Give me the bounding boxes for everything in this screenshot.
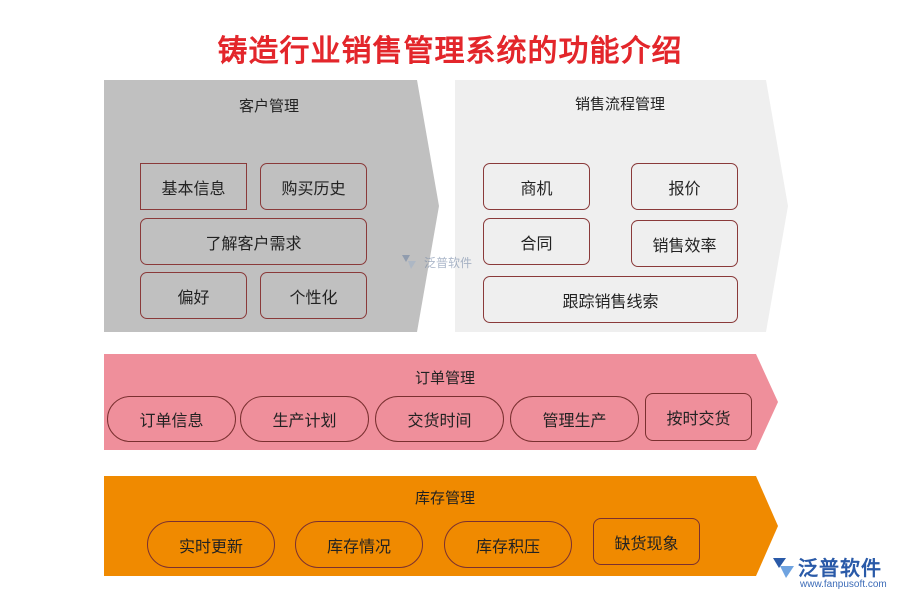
customer-personality-box: 个性化 <box>260 272 367 319</box>
order-item-info: 订单信息 <box>107 396 236 442</box>
inventory-item-stock-status: 库存情况 <box>295 521 423 568</box>
sales-flow-panel-arrow <box>455 80 788 332</box>
customer-purchase-history-box: 购买历史 <box>260 163 367 210</box>
inventory-panel-title: 库存管理 <box>414 489 475 507</box>
order-panel: 订单管理 订单信息 生产计划 交货时间 管理生产 按时交货 <box>104 354 778 450</box>
customer-panel: 客户管理 基本信息 购买历史 了解客户需求 偏好 个性化 <box>104 80 439 332</box>
inventory-item-realtime-update: 实时更新 <box>147 521 275 568</box>
sales-tracking-box: 跟踪销售线索 <box>483 276 738 323</box>
sales-efficiency-box: 销售效率 <box>631 220 738 267</box>
order-item-delivery-time: 交货时间 <box>375 396 504 442</box>
brand-url: www.fanpusoft.com <box>800 579 887 590</box>
brand-logo: 泛普软件 www.fanpusoft.com <box>770 552 895 596</box>
customer-needs-box: 了解客户需求 <box>140 218 367 265</box>
customer-panel-title: 客户管理 <box>238 97 299 115</box>
page-title: 铸造行业销售管理系统的功能介绍 <box>217 34 683 69</box>
inventory-item-overstock: 库存积压 <box>444 521 572 568</box>
center-watermark: 泛普软件 <box>398 252 472 272</box>
order-item-manage-production: 管理生产 <box>510 396 639 442</box>
watermark-text: 泛普软件 <box>424 255 473 270</box>
sales-contract-box: 合同 <box>483 218 590 265</box>
order-panel-title: 订单管理 <box>414 369 475 387</box>
customer-preference-box: 偏好 <box>140 272 247 319</box>
sales-flow-panel-title: 销售流程管理 <box>574 95 665 113</box>
inventory-panel: 库存管理 实时更新 库存情况 库存积压 缺货现象 <box>104 476 778 576</box>
order-item-on-time-delivery: 按时交货 <box>645 393 752 441</box>
sales-quote-box: 报价 <box>631 163 738 210</box>
inventory-item-shortage: 缺货现象 <box>593 518 700 565</box>
order-item-production-plan: 生产计划 <box>240 396 369 442</box>
fanpu-logo-icon <box>773 558 794 578</box>
sales-opportunity-box: 商机 <box>483 163 590 210</box>
sales-flow-panel: 销售流程管理 商机 报价 合同 销售效率 跟踪销售线索 <box>455 80 788 332</box>
customer-basic-info-box: 基本信息 <box>140 163 247 210</box>
fanpu-logo-icon <box>402 255 416 269</box>
customer-panel-arrow <box>104 80 439 332</box>
order-panel-arrow <box>104 354 778 450</box>
brand-name: 泛普软件 <box>798 556 882 580</box>
